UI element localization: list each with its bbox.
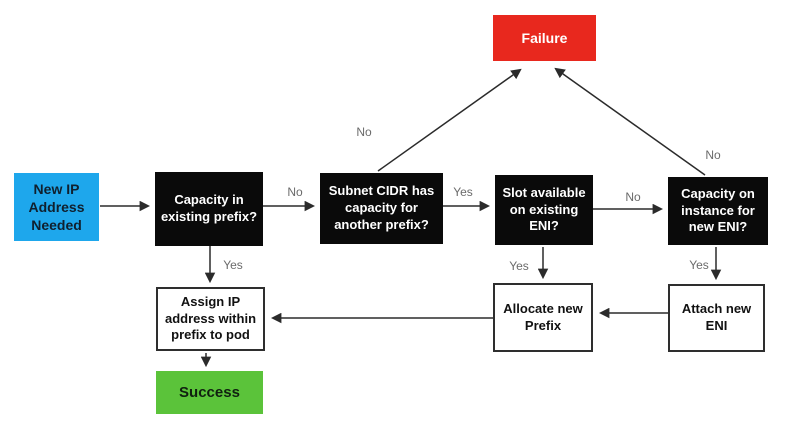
node-process-attach-eni: Attach new ENI [668, 284, 765, 352]
edge-label-no-capacity-instance: No [705, 148, 721, 162]
node-decision-capacity-existing-prefix: Capacity in existing prefix? [155, 172, 263, 246]
node-decision-slot-available-eni: Slot available on existing ENI? [495, 175, 593, 245]
edge-label-yes-slot-available: Yes [509, 259, 529, 273]
edge-label-no-slot-available: No [625, 190, 641, 204]
edge-label-no-capacity-existing: No [287, 185, 303, 199]
node-decision-subnet-cidr-capacity: Subnet CIDR has capacity for another pre… [320, 173, 443, 244]
node-process-allocate-prefix: Allocate new Prefix [493, 283, 593, 352]
node-start-new-ip-needed: New IP Address Needed [14, 173, 99, 241]
node-terminal-failure: Failure [493, 15, 596, 61]
edge-label-no-subnet-cidr: No [356, 125, 372, 139]
edge-label-yes-subnet-cidr: Yes [453, 185, 473, 199]
edge-label-yes-capacity-instance: Yes [689, 258, 709, 272]
edge-label-yes-capacity-existing: Yes [223, 258, 243, 272]
node-terminal-success: Success [156, 371, 263, 414]
node-process-assign-ip: Assign IP address within prefix to pod [156, 287, 265, 351]
node-decision-capacity-instance-eni: Capacity on instance for new ENI? [668, 177, 768, 245]
